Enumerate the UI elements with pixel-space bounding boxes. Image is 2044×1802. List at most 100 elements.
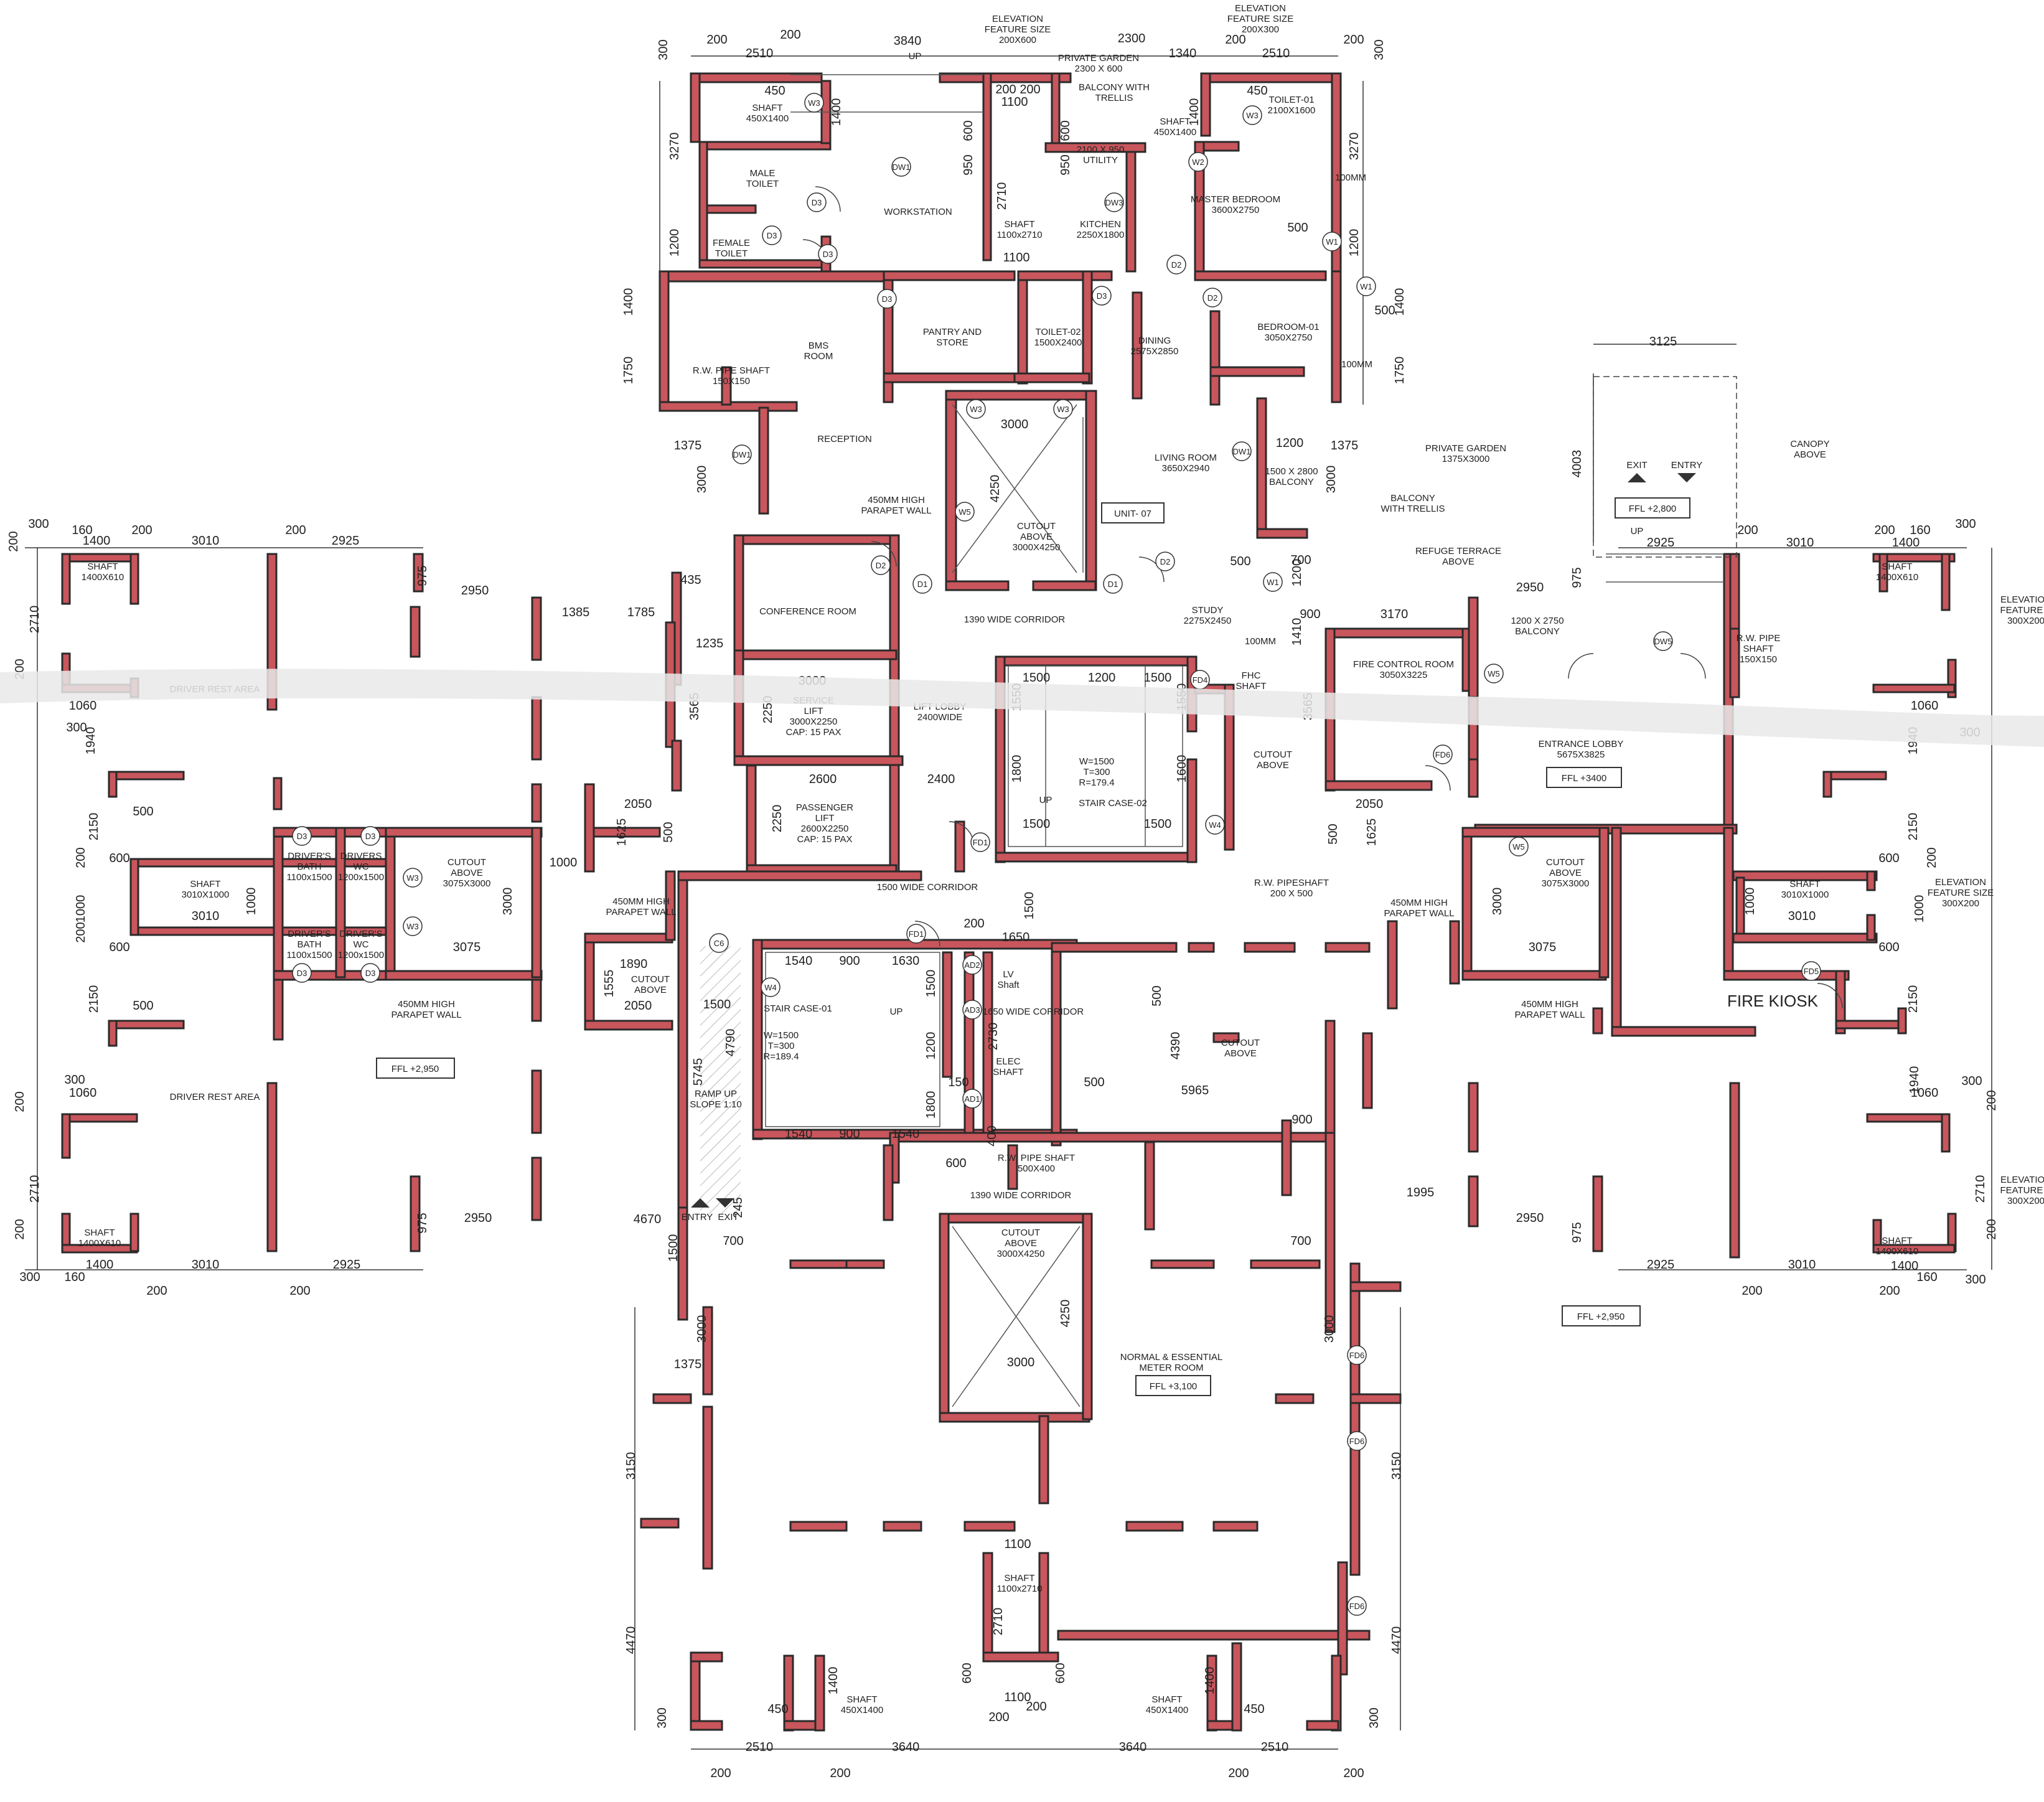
- room-label-line: NORMAL & ESSENTIAL: [1120, 1352, 1223, 1363]
- dim-d1750: 1750: [622, 357, 635, 385]
- room-label-line: Shaft: [997, 980, 1020, 990]
- dim-d200: 200: [830, 1767, 850, 1780]
- dim-d1500: 1500: [703, 998, 731, 1011]
- room-label-stair-case-01: STAIR CASE-01: [764, 1003, 832, 1014]
- tag-w5: W5: [1484, 664, 1504, 683]
- room-label-line: 3650X2940: [1162, 463, 1210, 474]
- tag-c6: C6: [709, 933, 729, 953]
- room-label-line: SHAFT: [1151, 1694, 1182, 1705]
- room-label-line: R.W. PIPESHAFT: [1254, 878, 1329, 888]
- dim-d1500: 1500: [667, 1234, 680, 1262]
- room-label-line: SHAFT: [993, 1067, 1023, 1077]
- dim-d3640: 3640: [1119, 1740, 1147, 1754]
- tag-d3: D3: [292, 963, 312, 983]
- dim-d2510: 2510: [1262, 47, 1290, 60]
- room-label-line: 1400X610: [1876, 1246, 1918, 1257]
- tag-w1: W1: [1322, 232, 1342, 251]
- dim-d1625: 1625: [1365, 819, 1379, 847]
- tag-text: D3: [823, 250, 833, 259]
- room-label-fire-kiosk: FIRE KIOSK: [1727, 992, 1819, 1010]
- room-label-line: ELEVATION: [2000, 1175, 2044, 1185]
- dim-d2050: 2050: [1356, 797, 1384, 811]
- dim-d3150: 3150: [624, 1452, 638, 1480]
- tag-text: W3: [406, 873, 419, 883]
- dim-d600: 600: [962, 120, 975, 141]
- dim-d3000: 3000: [695, 1315, 709, 1343]
- dim-d160: 160: [64, 1270, 85, 1284]
- room-label-line: 1100x2710: [996, 230, 1042, 240]
- tag-circle: [1202, 288, 1222, 307]
- dim-d1200: 1200: [668, 229, 682, 257]
- room-label-corridor-1390-bottom: 1390 WIDE CORRIDOR: [970, 1190, 1072, 1201]
- dim-d1375: 1375: [674, 439, 702, 453]
- tag-text: W5: [959, 507, 971, 517]
- tag-circle: [360, 826, 380, 846]
- tag-w3: W3: [1053, 399, 1073, 419]
- tag-dw1: DW1: [1232, 441, 1252, 461]
- tag-text: W5: [1488, 669, 1500, 678]
- dim-d3170: 3170: [1381, 608, 1409, 621]
- tag-text: DW1: [893, 162, 911, 172]
- dim-d1060: 1060: [1911, 1086, 1939, 1100]
- tag-fd1: FD1: [906, 924, 926, 944]
- dim-d200: 200: [1985, 1219, 1999, 1239]
- tag-circle: [1205, 815, 1225, 835]
- dim-d200: 200: [1737, 523, 1758, 537]
- room-label-line: DRIVER REST AREA: [170, 1092, 260, 1102]
- room-label-line: 1500X2400: [1034, 337, 1082, 348]
- room-label-line: LIFT: [815, 813, 835, 824]
- tag-ad3: AD3: [962, 1000, 982, 1020]
- walls: [61, 72, 1957, 1732]
- dim-d1630: 1630: [892, 954, 920, 968]
- tag-circle: [1103, 574, 1123, 594]
- dim-d2510: 2510: [746, 1740, 774, 1754]
- dim-d200: 200: [1925, 847, 1939, 868]
- dim-d1000: 1000: [1743, 888, 1757, 916]
- ffl-meter: FFL +3,100: [1150, 1381, 1198, 1392]
- dim-d2300: 2300: [1118, 32, 1146, 45]
- tag-circle: [877, 289, 897, 309]
- unit-label: UNIT- 07: [1114, 509, 1151, 519]
- room-label-line: DRIVERS: [340, 851, 382, 861]
- room-label-line: ABOVE: [451, 868, 483, 878]
- tag-w3: W3: [403, 868, 423, 888]
- room-label-line: 3010X1000: [1781, 889, 1829, 900]
- tag-d1: D1: [1103, 574, 1123, 594]
- room-label-line: R.W. PIPE: [1737, 633, 1781, 644]
- room-label-line: SHAFT: [1160, 116, 1190, 127]
- room-label-line: 450X1400: [746, 113, 789, 124]
- tag-w1: W1: [1263, 572, 1283, 592]
- dim-d4790: 4790: [724, 1029, 738, 1057]
- room-label-line: CUTOUT: [1017, 521, 1056, 532]
- dim-d500: 500: [133, 999, 153, 1013]
- tag-circle: [732, 444, 752, 464]
- exit-bottom-label: EXIT: [718, 1212, 738, 1222]
- tag-text: D3: [365, 832, 376, 841]
- dim-d2950: 2950: [464, 1211, 492, 1225]
- tag-text: AD2: [964, 960, 980, 970]
- room-label-line: SHAFT: [1743, 644, 1773, 654]
- dim-d5965: 5965: [1181, 1084, 1209, 1097]
- dim-d600: 600: [1059, 120, 1072, 141]
- tag-text: W3: [808, 98, 820, 108]
- dim-d2510: 2510: [746, 47, 774, 60]
- tag-dw5: DW5: [1653, 631, 1673, 651]
- dim-d300: 300: [64, 1073, 85, 1087]
- room-label-line: PARAPET WALL: [606, 907, 676, 917]
- room-label-line: PARAPET WALL: [391, 1010, 461, 1020]
- dim-d200: 200: [289, 1284, 310, 1298]
- tag-text: AD3: [964, 1005, 980, 1015]
- dim-d160: 160: [72, 523, 92, 537]
- tag-fd6: FD6: [1347, 1431, 1367, 1451]
- tag-text: DW5: [1654, 637, 1672, 646]
- room-label-line: 450X1400: [841, 1705, 883, 1715]
